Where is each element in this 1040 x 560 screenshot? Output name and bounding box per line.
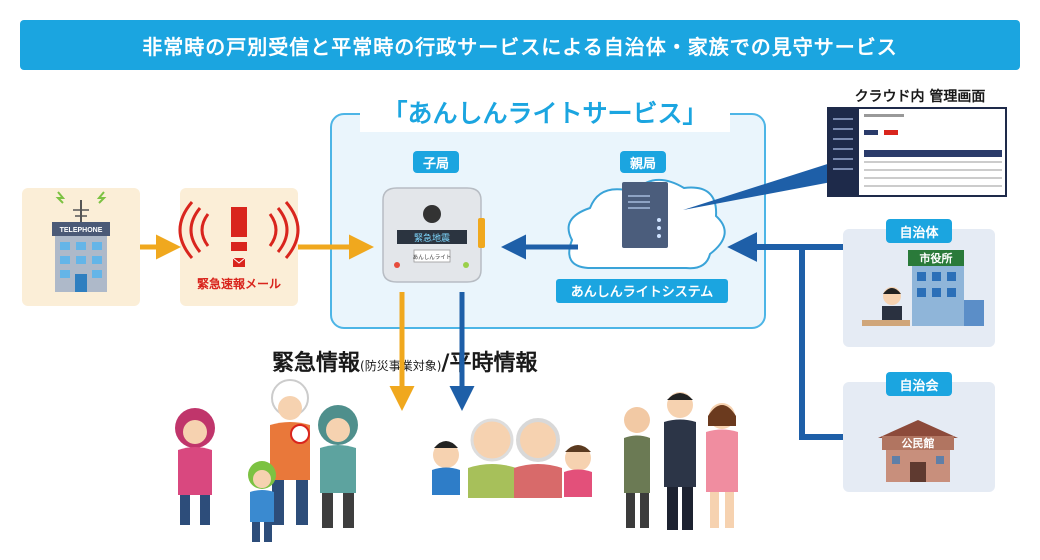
- service-title: 「あんしんライトサービス」: [360, 92, 730, 132]
- mail-icon: [232, 257, 246, 267]
- management-screen-thumbnail: [827, 107, 1007, 197]
- staff-person-icon: [862, 287, 910, 326]
- parent-station-label: 親局: [620, 151, 666, 173]
- screen-callout: [683, 160, 842, 210]
- telephone-sign: TELEPHONE: [60, 227, 103, 234]
- emergency-alert-icon: [178, 201, 300, 259]
- connector-sources: [799, 244, 843, 440]
- device-brand-label: あんしんライト: [413, 254, 452, 261]
- system-label: あんしんライトシステム: [571, 285, 714, 300]
- evacuees-illustration: [175, 379, 358, 542]
- city-hall-sign: 市役所: [920, 251, 953, 265]
- telephone-building-icon: TELEPHONE: [52, 191, 110, 292]
- cloud-screen-title: クラウド内 管理画面: [854, 89, 986, 105]
- server-icon: [622, 182, 668, 248]
- emergency-mail-label: 緊急速報メール: [197, 276, 281, 291]
- community-hall-icon: 公民館: [878, 420, 958, 482]
- elderly-family-illustration: [432, 392, 738, 530]
- municipality-label: 自治体: [886, 219, 952, 243]
- receiver-device-icon: 緊急地震 あんしんライト: [382, 187, 485, 283]
- info-type-label: 緊急情報(防災事業対象)/平時情報: [272, 345, 632, 379]
- header-banner: 非常時の戸別受信と平常時の行政サービスによる自治体・家族での見守サービス: [20, 20, 1020, 70]
- emergency-info-text: 緊急情報: [272, 351, 361, 376]
- info-separator: /: [441, 351, 450, 376]
- device-led-text: 緊急地震: [414, 232, 450, 244]
- community-hall-sign: 公民館: [902, 436, 935, 450]
- association-label: 自治会: [886, 372, 952, 396]
- city-hall-icon: 市役所: [908, 250, 984, 326]
- banner-title: 非常時の戸別受信と平常時の行政サービスによる自治体・家族での見守サービス: [142, 34, 898, 59]
- child-station-label: 子局: [413, 151, 459, 173]
